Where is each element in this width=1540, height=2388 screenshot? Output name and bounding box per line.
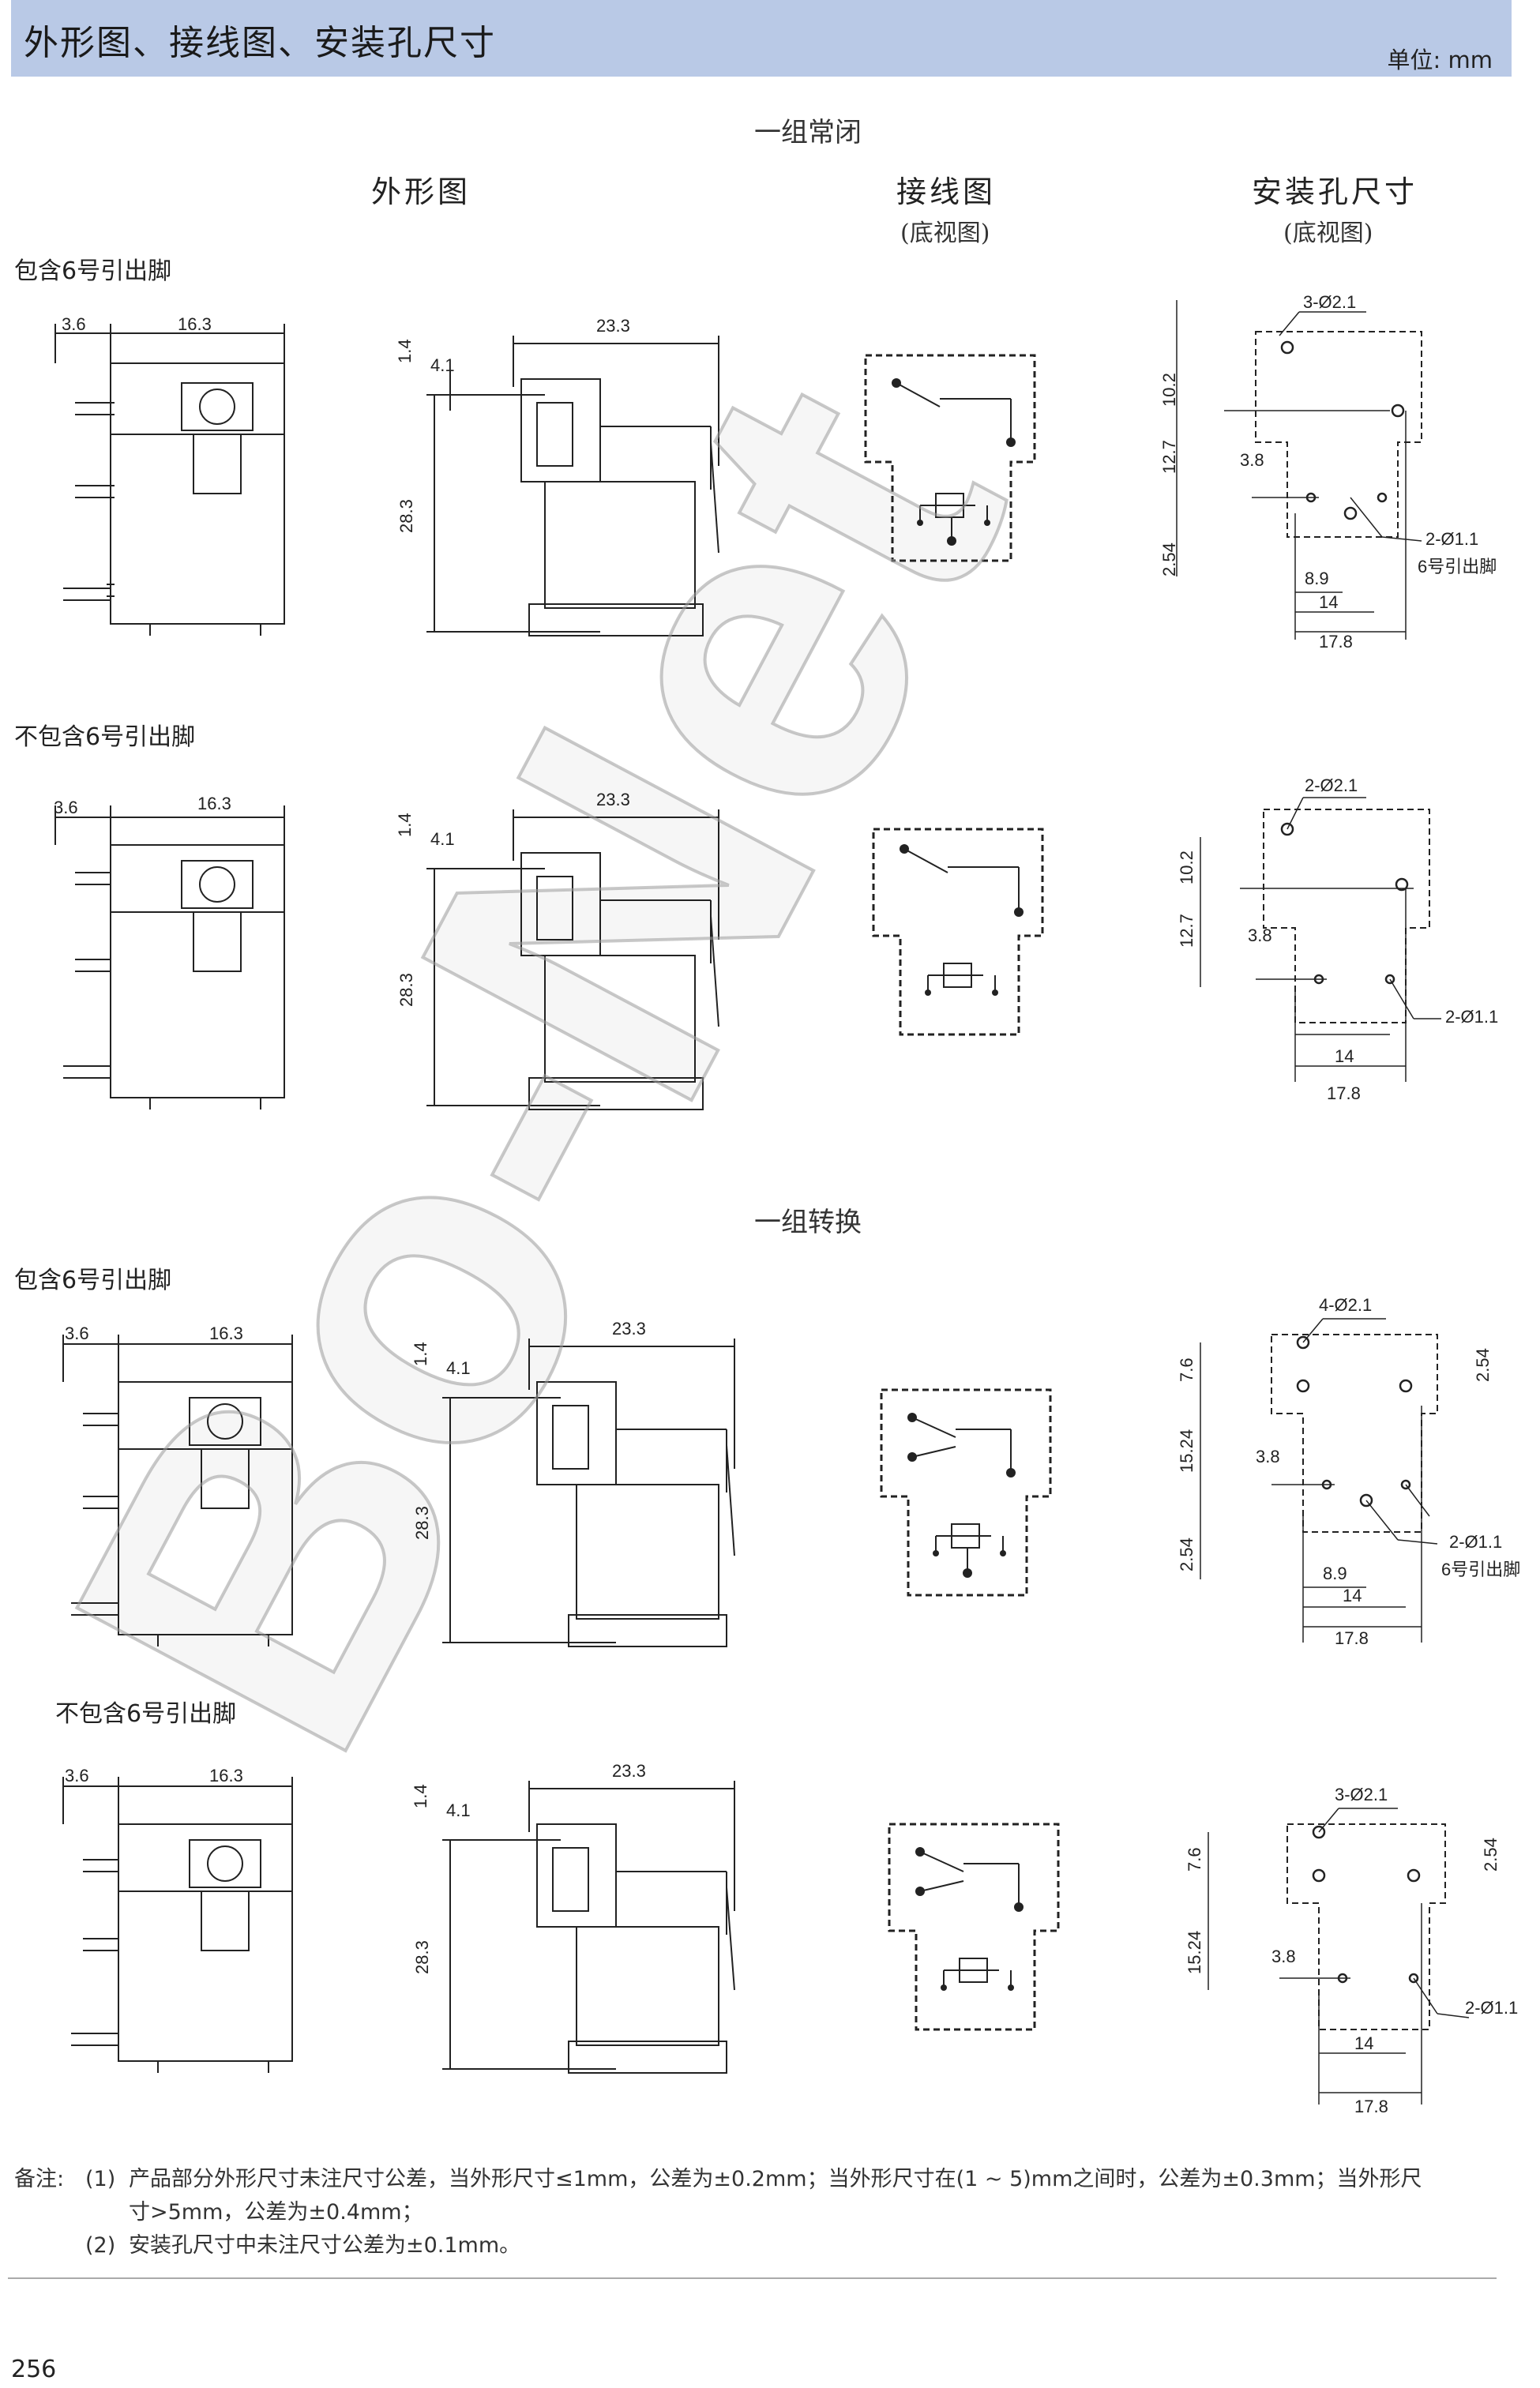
dim-front-w: 23.3 xyxy=(596,316,630,336)
hole-layout-3: 4-Ø2.1 2-Ø1.1 6号引出脚 7.6 15.24 2.54 2.54 … xyxy=(1177,1295,1520,1648)
dim-front-w-4: 23.3 xyxy=(612,1761,646,1781)
dim-side-a-4: 3.6 xyxy=(65,1766,89,1785)
note-2-text: 安装孔尺寸中未注尺寸公差为±0.1mm。 xyxy=(129,2233,521,2258)
dim-front-h-4: 28.3 xyxy=(412,1940,432,1974)
front-view-1: 1.4 4.1 23.3 28.3 xyxy=(395,316,719,636)
dim-h7-3: 17.8 xyxy=(1335,1628,1369,1648)
dim-front-h-3: 28.3 xyxy=(412,1506,432,1540)
front-view-2: 1.4 4.1 23.3 28.3 xyxy=(395,790,719,1110)
dim-h3-3: 2.54 xyxy=(1177,1538,1196,1571)
dim-front-s: 4.1 xyxy=(430,355,455,375)
dim-side-b-2: 16.3 xyxy=(197,794,231,813)
wiring-diagram-2 xyxy=(872,828,1044,1036)
row-label-1: 包含6号引出脚 xyxy=(14,257,172,285)
dim-front-s-4: 4.1 xyxy=(446,1800,471,1820)
dim-h4-3: 3.8 xyxy=(1256,1447,1280,1466)
dim-h8-3: 2.54 xyxy=(1473,1348,1493,1382)
header-bar xyxy=(11,0,1512,77)
dim-h2-2: 12.7 xyxy=(1177,914,1196,948)
column-holes-sub: (底视图) xyxy=(1283,220,1373,247)
hole-label-4: 3-Ø2.1 xyxy=(1335,1785,1388,1804)
dim-h1-1: 10.2 xyxy=(1161,373,1179,407)
dim-h1-4: 7.6 xyxy=(1185,1847,1204,1872)
unit-label: 单位: mm xyxy=(1387,47,1493,73)
hole-label-2: 2-Ø2.1 xyxy=(1305,775,1358,795)
dim-h1-2: 10.2 xyxy=(1177,850,1196,884)
pin-label-1: 2-Ø1.1 xyxy=(1425,529,1478,549)
dim-h6-4: 14 xyxy=(1354,2033,1373,2053)
column-holes: 安装孔尺寸 xyxy=(1252,175,1418,209)
hole-layout-1: 3-Ø2.1 2-Ø1.1 6号引出脚 10.2 12.7 2.54 3.8 8… xyxy=(1161,292,1497,651)
front-view-4: 1.4 4.1 23.3 28.3 xyxy=(411,1761,735,2074)
dim-front-h-2: 28.3 xyxy=(396,973,416,1007)
dim-h6-3: 14 xyxy=(1343,1586,1362,1605)
footer-divider xyxy=(8,2277,1497,2279)
dim-h4-1: 3.8 xyxy=(1240,450,1264,470)
dim-side-a-3: 3.6 xyxy=(65,1324,89,1343)
dim-front-t-4: 1.4 xyxy=(411,1784,430,1808)
row-label-2: 不包含6号引出脚 xyxy=(14,723,196,751)
dim-h2-3: 15.24 xyxy=(1177,1429,1196,1473)
dim-front-h: 28.3 xyxy=(396,499,416,533)
dim-h3-1: 2.54 xyxy=(1161,543,1179,576)
side-view-3: 3.6 16.3 xyxy=(62,1324,293,1646)
dim-side-a: 3.6 xyxy=(62,316,86,334)
dim-side-b: 16.3 xyxy=(178,316,212,334)
dim-h5-3: 8.9 xyxy=(1323,1564,1347,1583)
wiring-diagram-4 xyxy=(888,1823,1060,2031)
page-title: 外形图、接线图、安装孔尺寸 xyxy=(24,23,496,63)
wiring-diagram-3 xyxy=(880,1388,1052,1597)
page-number: 256 xyxy=(11,2356,57,2383)
dim-side-b-3: 16.3 xyxy=(209,1324,243,1343)
note-1-text: 产品部分外形尺寸未注尺寸公差，当外形尺寸≤1mm，公差为±0.2mm；当外形尺寸… xyxy=(129,2167,1422,2191)
hole-label-3: 4-Ø2.1 xyxy=(1319,1295,1372,1315)
pin-label-2: 2-Ø1.1 xyxy=(1445,1007,1498,1027)
note-1-text-cont: 寸>5mm，公差为±0.4mm； xyxy=(129,2200,423,2225)
dim-front-t: 1.4 xyxy=(395,339,415,363)
notes-prefix: 备注: xyxy=(14,2167,65,2191)
side-view-4: 3.6 16.3 xyxy=(62,1766,293,2073)
dim-h2-1: 12.7 xyxy=(1161,440,1179,474)
dim-front-t-3: 1.4 xyxy=(411,1342,430,1366)
side-view-1: 3.6 16.3 xyxy=(54,316,285,636)
front-view-3: 1.4 4.1 23.3 28.3 xyxy=(411,1319,735,1647)
dim-h1-3: 7.6 xyxy=(1177,1357,1196,1382)
column-outline: 外形图 xyxy=(371,175,471,209)
dim-front-s-2: 4.1 xyxy=(430,829,455,849)
section-title-nc: 一组常闭 xyxy=(754,117,862,148)
dim-h4-2: 3.8 xyxy=(1248,926,1272,945)
dim-h7-1: 17.8 xyxy=(1319,632,1353,651)
pin6-label-3: 6号引出脚 xyxy=(1441,1560,1520,1579)
section-title-co: 一组转换 xyxy=(754,1207,862,1238)
dim-h4-4: 3.8 xyxy=(1271,1947,1296,1966)
row-label-4: 不包含6号引出脚 xyxy=(55,1700,237,1728)
dim-h7-2: 17.8 xyxy=(1327,1083,1361,1103)
hole-layout-2: 2-Ø2.1 2-Ø1.1 10.2 12.7 3.8 14 17.8 xyxy=(1177,775,1498,1103)
dim-front-s-3: 4.1 xyxy=(446,1358,471,1378)
pin-label-3: 2-Ø1.1 xyxy=(1449,1532,1502,1552)
dim-side-a-2: 3.6 xyxy=(54,798,78,817)
dim-h5-1: 8.9 xyxy=(1305,569,1329,588)
dim-h2-4: 15.24 xyxy=(1185,1931,1204,1974)
pin-label-4: 2-Ø1.1 xyxy=(1465,1998,1518,2018)
row-label-3: 包含6号引出脚 xyxy=(14,1267,172,1294)
dim-h6-1: 14 xyxy=(1319,592,1338,612)
dim-front-w-2: 23.3 xyxy=(596,790,630,809)
note-1-number: (1) xyxy=(85,2167,116,2191)
hole-layout-4: 3-Ø2.1 2-Ø1.1 7.6 15.24 2.54 3.8 14 17.8 xyxy=(1185,1785,1518,2116)
dim-h6-2: 14 xyxy=(1335,1046,1354,1066)
side-view-2: 3.6 16.3 xyxy=(54,794,285,1110)
wiring-diagram-1 xyxy=(864,354,1036,562)
note-2-number: (2) xyxy=(85,2233,116,2258)
hole-label-1: 3-Ø2.1 xyxy=(1303,292,1356,312)
dim-front-t-2: 1.4 xyxy=(395,813,415,837)
dim-front-w-3: 23.3 xyxy=(612,1319,646,1339)
column-wiring: 接线图 xyxy=(896,175,997,209)
dim-side-b-4: 16.3 xyxy=(209,1766,243,1785)
column-wiring-sub: (底视图) xyxy=(900,220,990,247)
dim-h8-4: 2.54 xyxy=(1481,1838,1501,1872)
pin6-label-1: 6号引出脚 xyxy=(1418,557,1497,576)
dim-h7-4: 17.8 xyxy=(1354,2097,1388,2116)
